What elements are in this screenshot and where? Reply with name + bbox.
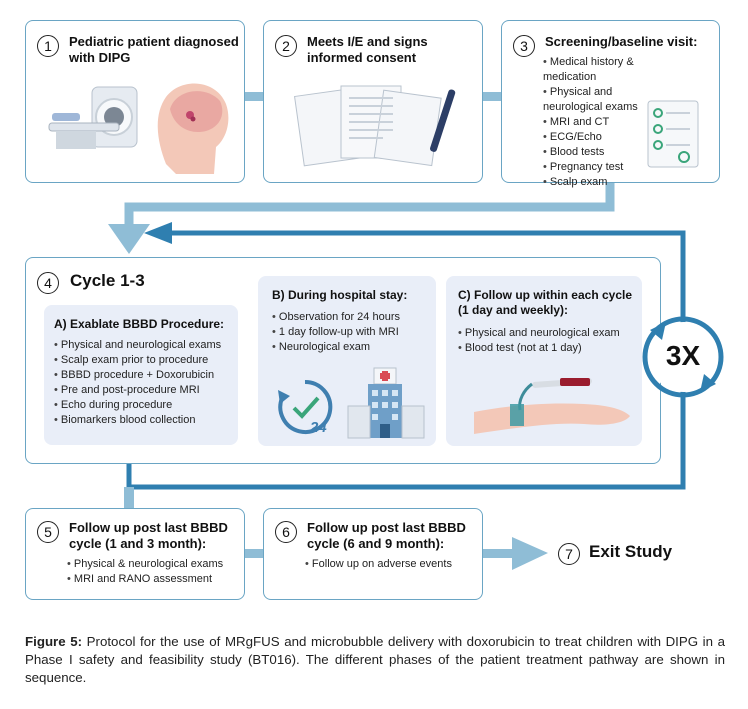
step-2-box: 2 Meets I/E and signs informed consent [263,20,483,183]
repeat-cycle-icon [642,316,724,398]
consent-documents-icon [293,85,456,167]
cycle-loop [126,230,686,490]
step-1-box: 1 Pediatric patient diagnosed with DIPG [25,20,245,183]
step-2-number: 2 [275,35,297,57]
list-item: Blood tests [543,145,673,160]
step-6-box: 6 Follow up post last BBBD cycle (6 and … [263,508,483,600]
step-6-number: 6 [275,521,297,543]
panel-c: C) Follow up within each cycle (1 day an… [446,276,642,446]
step-5-box: 5 Follow up post last BBBD cycle (1 and … [25,508,245,600]
list-item: Pregnancy test [543,160,673,175]
list-item: Echo during procedure [54,398,238,413]
cycle-loop-head [144,222,172,244]
list-item: Neurological exam [272,340,432,355]
list-item: MRI and RANO assessment [67,572,242,587]
hospital-icon [347,367,425,439]
step-6-list: Follow up on adverse events [305,557,480,572]
figure-caption: Figure 5: Protocol for the use of MRgFUS… [25,633,725,687]
patient-head-icon [157,83,229,174]
step-3-number: 3 [513,35,535,57]
step-7-number: 7 [558,543,580,565]
caption-text: Protocol for the use of MRgFUS and micro… [25,634,726,685]
mri-scanner-icon [48,86,138,149]
step-1-number: 1 [37,35,59,57]
arrow-6-to-7 [480,549,516,558]
step-5-list: Physical & neurological exams MRI and RA… [67,557,242,587]
panel-b: B) During hospital stay: Observation for… [258,276,436,446]
list-item: Scalp exam prior to procedure [54,353,238,368]
arrow-3-to-4 [124,183,615,228]
panel-a-title: A) Exablate BBBD Procedure: [54,317,225,331]
flow-arrows [108,92,686,570]
panel-a: A) Exablate BBBD Procedure: Physical and… [44,305,238,445]
list-item: Physical & neurological exams [67,557,242,572]
panel-c-list: Physical and neurological exam Blood tes… [458,326,642,356]
step-3-list: Medical history & medication Physical an… [543,55,673,190]
step-4-number: 4 [37,272,59,294]
step-6-title: Follow up post last BBBD cycle (6 and 9 … [307,520,466,551]
panel-b-list: Observation for 24 hours 1 day follow-up… [272,310,432,355]
panel-b-title: B) During hospital stay: [272,288,408,302]
clock-label: 24 [309,419,327,436]
panel-c-title: C) Follow up within each cycle (1 day an… [458,288,633,317]
list-item: MRI and CT [543,115,673,130]
step-4-box: 4 Cycle 1-3 A) Exablate BBBD Procedure: … [25,257,661,464]
arrow-3-to-4-head [108,224,150,254]
step-3-title: Screening/baseline visit: [545,34,698,49]
step-3-box: 3 Screening/baseline visit: Medical hist… [501,20,720,188]
step-7-title: Exit Study [589,542,673,561]
repeat-label: 3X [665,340,701,371]
list-item: Observation for 24 hours [272,310,432,325]
list-item: ECG/Echo [543,130,673,145]
arrow-4-to-5 [124,487,134,509]
list-item: Scalp exam [543,175,673,190]
step-5-number: 5 [37,521,59,543]
list-item: Medical history & medication [543,55,673,85]
arrow-6-to-7-head [512,537,548,570]
list-item: Physical and neurological exams [543,85,673,115]
step-1-title: Pediatric patient diagnosed with DIPG [69,34,239,65]
step-2-title: Meets I/E and signs informed consent [307,34,428,65]
list-item: Blood test (not at 1 day) [458,341,642,356]
panel-a-list: Physical and neurological exams Scalp ex… [54,338,238,428]
clock-24-icon: 24 [278,379,333,436]
blood-draw-arm-icon [474,378,630,434]
list-item: Pre and post-procedure MRI [54,383,238,398]
connector-1-2 [244,92,264,101]
caption-label: Figure 5: [25,634,83,649]
list-item: Physical and neurological exams [54,338,238,353]
step-5-title: Follow up post last BBBD cycle (1 and 3 … [69,520,228,551]
list-item: 1 day follow-up with MRI [272,325,432,340]
list-item: Physical and neurological exam [458,326,642,341]
connector-2-3 [482,92,502,101]
step-4-title: Cycle 1-3 [70,271,145,290]
connector-5-6 [244,549,264,558]
list-item: BBBD procedure + Doxorubicin [54,368,238,383]
list-item: Follow up on adverse events [305,557,480,572]
checklist-icon [647,100,699,168]
list-item: Biomarkers blood collection [54,413,238,428]
